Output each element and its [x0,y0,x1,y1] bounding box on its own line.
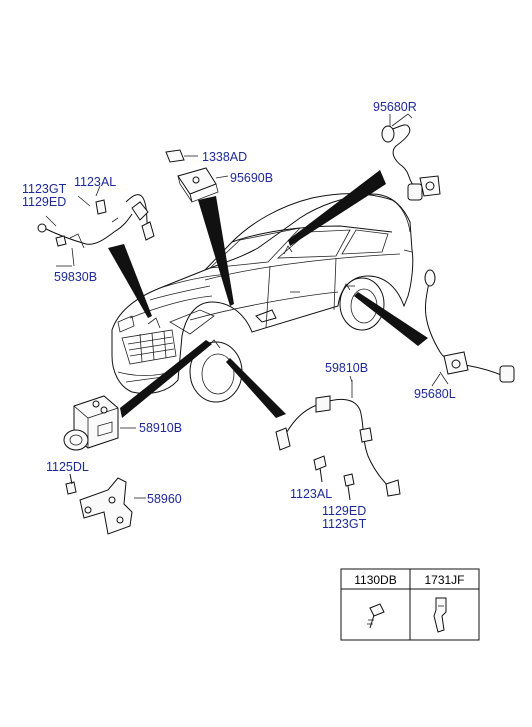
label-95680l: 95680L [414,387,456,401]
label-95680r: 95680R [373,100,417,114]
part-58910b-abs-unit [63,395,136,451]
legend-header-1130db: 1130DB [354,573,396,587]
label-59810b: 59810B [325,361,368,375]
part-59810b-cable [275,380,401,497]
part-95690b-module [177,167,229,203]
label-1123al-left: 1123AL [74,175,116,189]
part-1123al-right-bolt [313,455,327,483]
label-58910b: 58910B [139,421,182,435]
label-1129ed-left: 1129ED [22,195,66,209]
label-1123gt-left: 1123GT [22,182,67,196]
label-1123gt-right: 1123GT [322,517,367,531]
part-58960-bracket [79,477,146,535]
legend-table: 1130DB 1731JF [340,568,480,641]
legend-header-1731jf: 1731JF [424,573,464,587]
label-58960: 58960 [147,492,182,506]
label-1338ad: 1338AD [202,150,247,164]
pointer-wedges [108,170,428,418]
part-1125dl-bolt [65,473,77,495]
label-1129ed-right: 1129ED [322,504,366,518]
bolt-icon [367,603,385,629]
part-1129ed-right-bolt [343,473,355,501]
part-95680l-sensor [424,269,515,385]
label-59830b: 59830B [54,270,97,284]
part-59830b-cable [37,185,155,267]
leader-lines [56,114,441,387]
part-labels: 95680R 1338AD 95690B 1123GT 1129ED 1123A… [22,100,456,531]
label-95690b: 95690B [230,171,273,185]
clip-icon [433,597,447,633]
part-95680r-sensor [381,113,441,201]
part-1338ad-nut [165,149,198,163]
label-1125dl: 1125DL [46,460,89,474]
label-1123al-right: 1123AL [290,487,332,501]
